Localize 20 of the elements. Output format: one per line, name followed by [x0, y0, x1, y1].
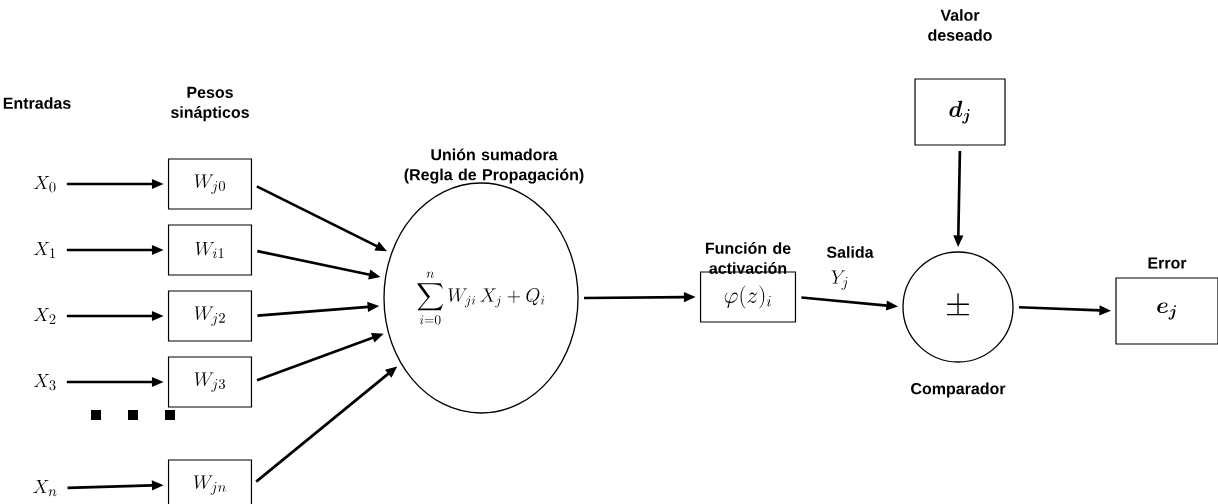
input-symbol: $X_{1}$ [33, 242, 55, 258]
node-heading: Valor deseado [928, 9, 992, 41]
column-heading: Pesos sinápticos [171, 86, 249, 122]
input-symbol: $X_{3}$ [33, 374, 56, 391]
output-symbol: $Y_{j}$ [831, 270, 848, 290]
column-heading: Entradas [3, 97, 71, 109]
weight-box: $W_{j0}$ [167, 158, 253, 210]
input-symbol: $X_{n}$ [32, 480, 57, 497]
weight-box: $W_{i1}$ [167, 224, 253, 276]
weight-box: $W_{j3}$ [167, 356, 253, 408]
weight-box: $W_{jn}$ [167, 459, 253, 504]
node-caption: Comparador [911, 382, 1006, 398]
value-box: $\boldsymbol{e_{j}}$ [1115, 277, 1218, 345]
value-box: $\boldsymbol{d_{j}}$ [914, 78, 1006, 146]
node-heading: Error [1148, 257, 1187, 269]
input-symbol: $X_{2}$ [33, 308, 56, 324]
column-heading: Salida [826, 246, 874, 258]
node-heading: Unión sumadora (Regla de Propagación) [404, 148, 584, 184]
weight-box: $W_{j2}$ [167, 290, 253, 342]
input-symbol: $X_{0}$ [33, 176, 56, 193]
